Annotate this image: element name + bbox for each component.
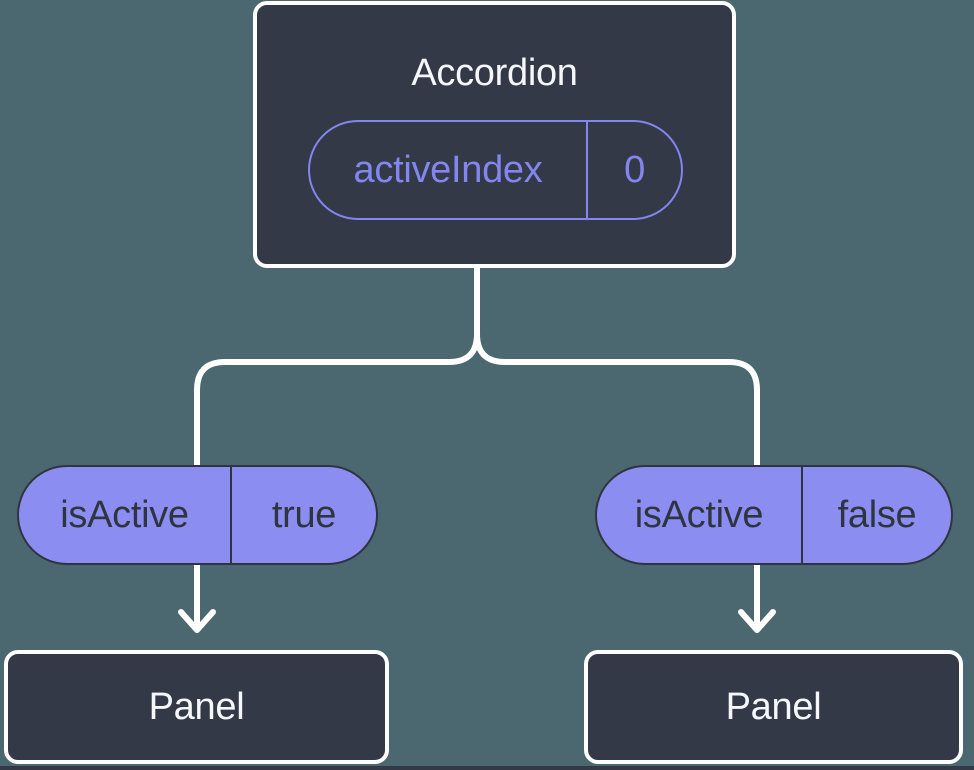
arrow-down-icon [178,609,216,633]
prop-value: 0 [624,148,645,191]
accordion-node-title: Accordion [411,52,578,94]
panel-node-left: Panel [4,650,389,764]
accordion-node: Accordion activeIndex 0 [253,1,736,268]
bottom-edge-bar [0,766,974,770]
prop-value: true [271,493,337,536]
prop-value: false [837,493,917,536]
connector-branch-left [194,331,480,630]
arrow-down-icon [738,609,776,633]
prop-name: isActive [597,467,803,563]
is-active-prop-pill-left: isActive true [17,465,378,565]
prop-name: isActive [19,467,232,563]
panel-node-right: Panel [584,650,963,764]
panel-node-title: Panel [148,685,245,728]
is-active-prop-pill-right: isActive false [595,465,953,565]
panel-node-title: Panel [725,685,822,728]
prop-name: activeIndex [310,122,588,218]
active-index-prop-pill: activeIndex 0 [308,120,683,220]
connector-branch-right [474,331,760,630]
